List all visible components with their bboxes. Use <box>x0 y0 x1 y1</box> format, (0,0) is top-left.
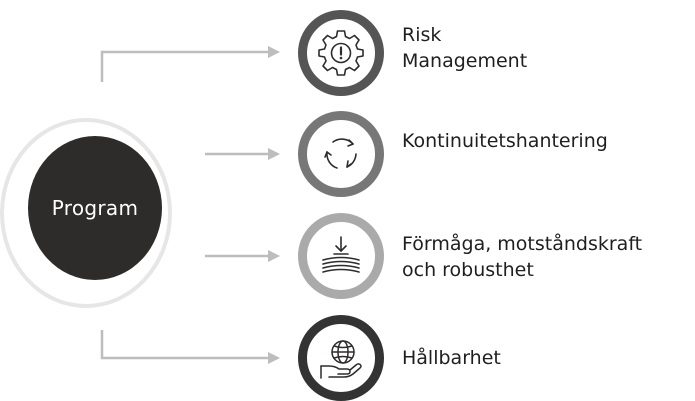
program-label: Program <box>51 196 139 220</box>
label-line: Hållbarhet <box>402 347 501 369</box>
label-kontinuitetshantering: Kontinuitetshantering <box>402 128 608 154</box>
node-formaga <box>298 213 384 299</box>
label-line: Förmåga, motståndskraft <box>402 233 643 255</box>
connector-risk <box>100 46 280 82</box>
label-hallbarhet: Hållbarhet <box>402 345 501 371</box>
node-kontinuitetshantering <box>298 111 384 197</box>
label-line: och robusthet <box>402 259 534 281</box>
label-line: Risk <box>402 24 442 46</box>
globe-hand-icon <box>320 340 362 379</box>
label-line: Management <box>402 50 528 72</box>
cycle-arrows-icon <box>324 138 357 169</box>
label-line: Kontinuitetshantering <box>402 130 608 152</box>
connector-hallbarhet <box>100 330 280 364</box>
program-circle: Program <box>28 136 162 280</box>
node-risk-management <box>298 10 384 96</box>
node-hallbarhet <box>298 315 384 401</box>
label-formaga: Förmåga, motståndskraft och robusthet <box>402 231 642 283</box>
label-risk-management: Risk Management <box>402 22 527 74</box>
absorb-pressure-icon <box>322 236 360 273</box>
gear-warning-icon <box>318 30 364 76</box>
connector-kontinuitet <box>205 148 280 160</box>
connector-formaga <box>205 250 280 262</box>
